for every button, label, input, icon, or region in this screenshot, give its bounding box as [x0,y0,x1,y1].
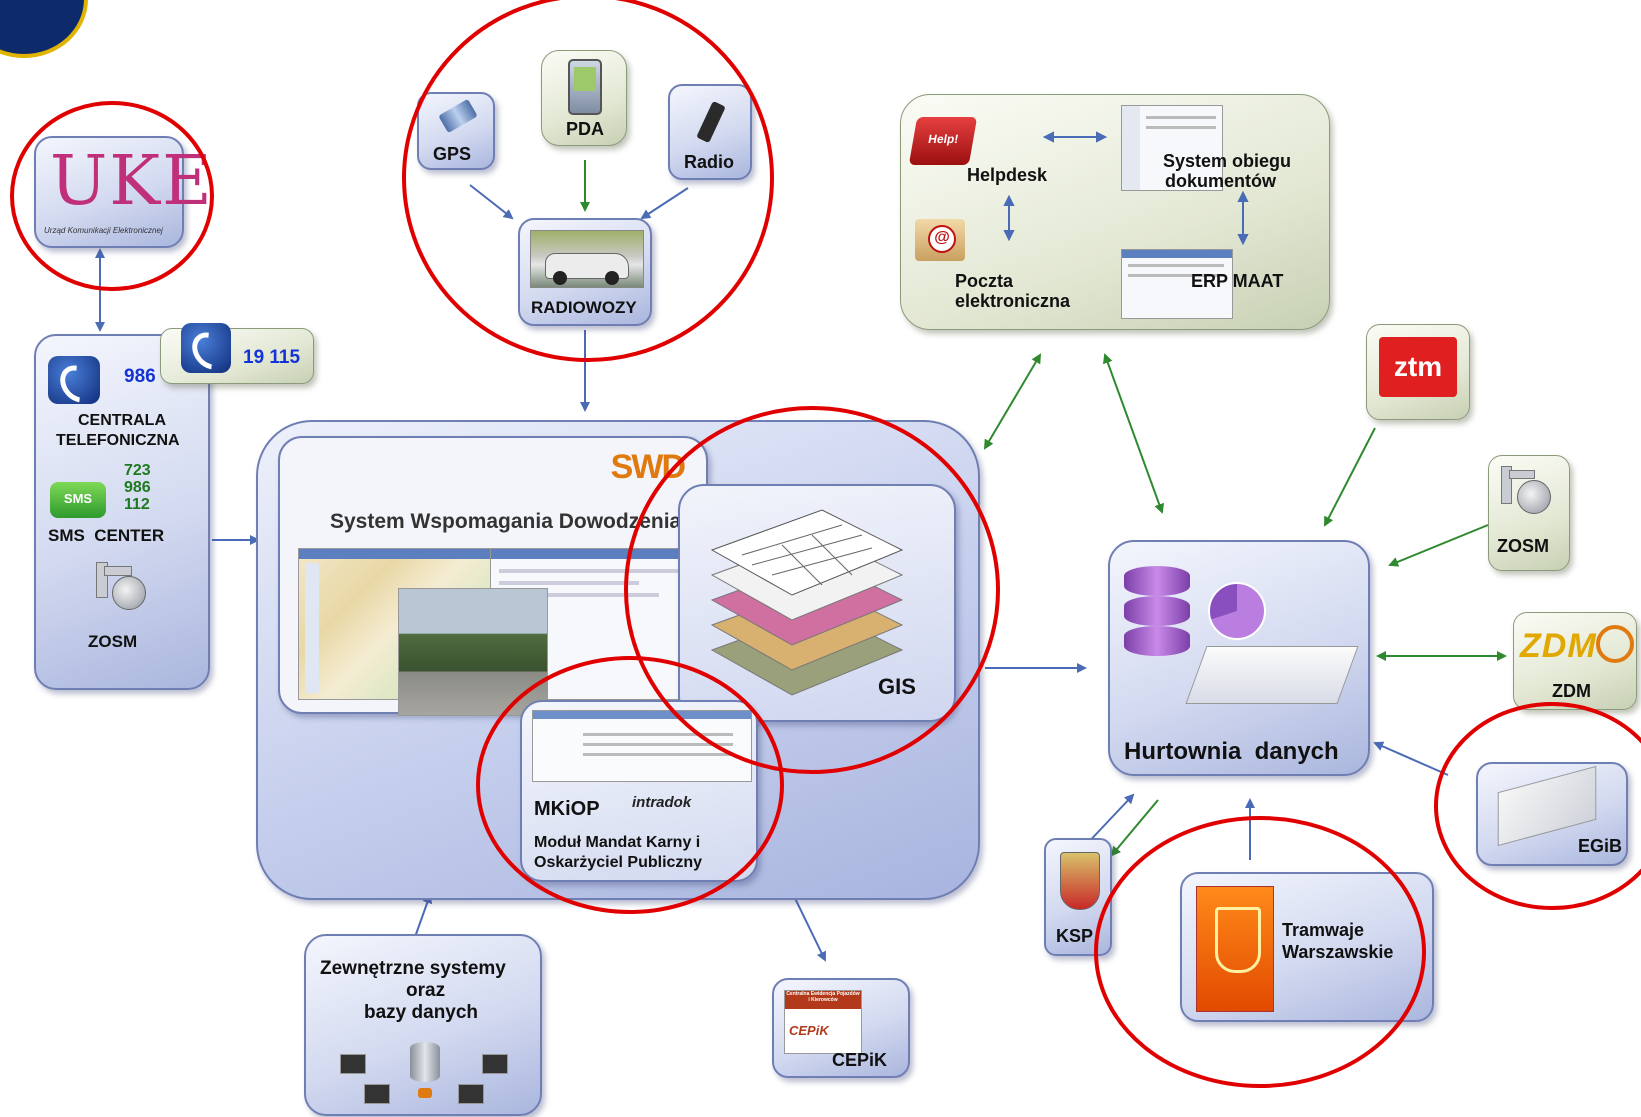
gps-box: GPS [417,92,495,170]
phone-19115-icon [181,323,236,377]
swd-title: System Wspomagania Dowodzenia [330,510,682,533]
egib-label: EGiB [1578,836,1623,856]
cepik-logo-text: CEPiK [789,1023,829,1038]
tramwaje-label-1: Tramwaje [1282,920,1365,940]
cepik-label: CEPiK [832,1050,888,1070]
external-line-1: Zewnętrzne systemy [320,958,506,979]
highlight-circle-uke [10,101,214,291]
ztm-box: ztm [1366,324,1470,420]
email-icon: @ [915,219,965,261]
ksp-box: KSP [1044,838,1112,956]
zosm-camera-icon [1501,466,1555,520]
ksp-label: KSP [1056,926,1094,946]
radiowozy-box: RADIOWOZY [518,218,652,326]
sod-screenshot [1121,105,1223,191]
gis-panel: GIS [678,484,956,722]
external-line-3: bazy danych [364,1002,479,1023]
hurtownia-label: Hurtownia danych [1124,738,1339,765]
pda-label: PDA [566,119,605,139]
radio-label: Radio [684,152,735,172]
highlight-circle-tramwaje [1094,816,1426,1088]
gps-label: GPS [433,144,472,164]
sms-number-2: 986 [124,479,151,496]
mkiop-screenshot [532,710,752,782]
police-car-image [530,230,644,288]
gis-layers-icon [710,509,904,696]
poczta-label-1: Poczta [955,271,1014,291]
highlight-circle-inputs [402,0,774,362]
tramwaje-logo [1196,886,1274,1012]
highlight-circle-egib [1434,702,1641,910]
arrow-hurtownia-ksp [1110,799,1159,857]
cctv-camera-icon [96,562,148,614]
phone-19115-box: 19 115 [160,323,314,384]
sms-icon-text: SMS [63,491,93,506]
cepik-logo: Centralna Ewidencja Pojazdów i Kierowców… [784,990,862,1054]
zosm-box: ZOSM [1488,455,1570,571]
mkiop-panel: MKiOP intradok Moduł Mandat Karny i Oska… [520,700,758,882]
centrala-title-2: TELEFONICZNA [56,432,180,449]
zdm-box: ZDM ZDM [1513,612,1637,710]
arrow-ztm-hurtownia [1324,427,1376,527]
zdm-logo: ZDM [1520,627,1597,665]
centrala-zosm-label: ZOSM [88,632,138,651]
tramwaje-box: Tramwaje Warszawskie [1180,872,1434,1022]
arrow-office-hurtownia [1103,353,1164,514]
highlight-circle-gis [624,406,1000,774]
arrow-zosm-hurtownia [1388,524,1489,567]
zdm-logo-swirl [1596,625,1634,663]
sms-icon: SMS [50,482,106,518]
erp-screenshot [1121,249,1233,319]
arrow-egib-hurtownia [1373,741,1449,776]
sms-number-3: 112 [124,496,150,513]
cepik-logo-header: Centralna Ewidencja Pojazdów i Kierowców [785,991,861,1009]
number-986: 986 [124,366,156,387]
hurtownia-box: Hurtownia danych [1108,540,1370,776]
mkiop-desc-2: Oskarżyciel Publiczny [534,854,703,871]
office-arrows [1003,131,1249,246]
zosm-label: ZOSM [1497,536,1549,556]
helpdesk-label: Helpdesk [967,165,1048,185]
highlight-circle-mkiop [476,656,784,914]
gis-label: GIS [878,674,916,699]
cepik-box: Centralna Ewidencja Pojazdów i Kierowców… [772,978,910,1078]
mkiop-label: MKiOP [534,798,600,820]
ztm-logo: ztm [1379,337,1457,397]
radiowozy-label: RADIOWOZY [531,298,637,317]
erp-label: ERP MAAT [1191,271,1284,291]
sms-center-label: SMS CENTER [48,526,165,545]
network-icon [334,1036,514,1108]
pda-icon [568,59,602,115]
sod-label-1: System obiegu [1163,151,1292,171]
uke-caption: Urząd Komunikacji Elektronicznej [44,226,163,235]
uke-box: UKE Urząd Komunikacji Elektronicznej [34,136,212,248]
centrala-box: 986 CENTRALA TELEFONICZNA SMS 723 986 11… [34,334,210,690]
external-systems-box: Zewnętrzne systemy oraz bazy danych [304,934,542,1116]
egib-box: EGiB [1476,762,1628,866]
external-line-2: oraz [406,980,446,1001]
phone-986-icon [48,356,104,410]
pda-box: PDA [541,50,627,146]
office-box: Help! Helpdesk System obiegu dokumentów … [900,94,1330,330]
radio-box: Radio [668,84,752,180]
ksp-crest-icon [1060,852,1100,910]
swd-panel: SWD System Wspomagania Dowodzenia [278,436,708,716]
mkiop-desc-1: Moduł Mandat Karny i [534,834,701,851]
number-19115: 19 115 [243,347,301,368]
arrow-radio-radiowozy [640,187,689,220]
uke-logo: UKE [50,142,214,221]
centrala-title-1: CENTRALA [78,412,166,429]
arrow-gps-radiowozy [469,184,514,220]
poczta-label-2: elektroniczna [955,291,1071,311]
sms-number-1: 723 [124,462,151,479]
intradok-logo: intradok [632,794,692,811]
ztm-logo-text: ztm [1393,351,1443,382]
database-icon [1124,566,1190,660]
tramwaje-label-2: Warszawskie [1282,942,1394,962]
pie-chart-icon [1208,582,1266,640]
zdm-label: ZDM [1552,681,1591,701]
arrow-office-swd [983,353,1042,450]
sod-label-2: dokumentów [1165,171,1276,191]
